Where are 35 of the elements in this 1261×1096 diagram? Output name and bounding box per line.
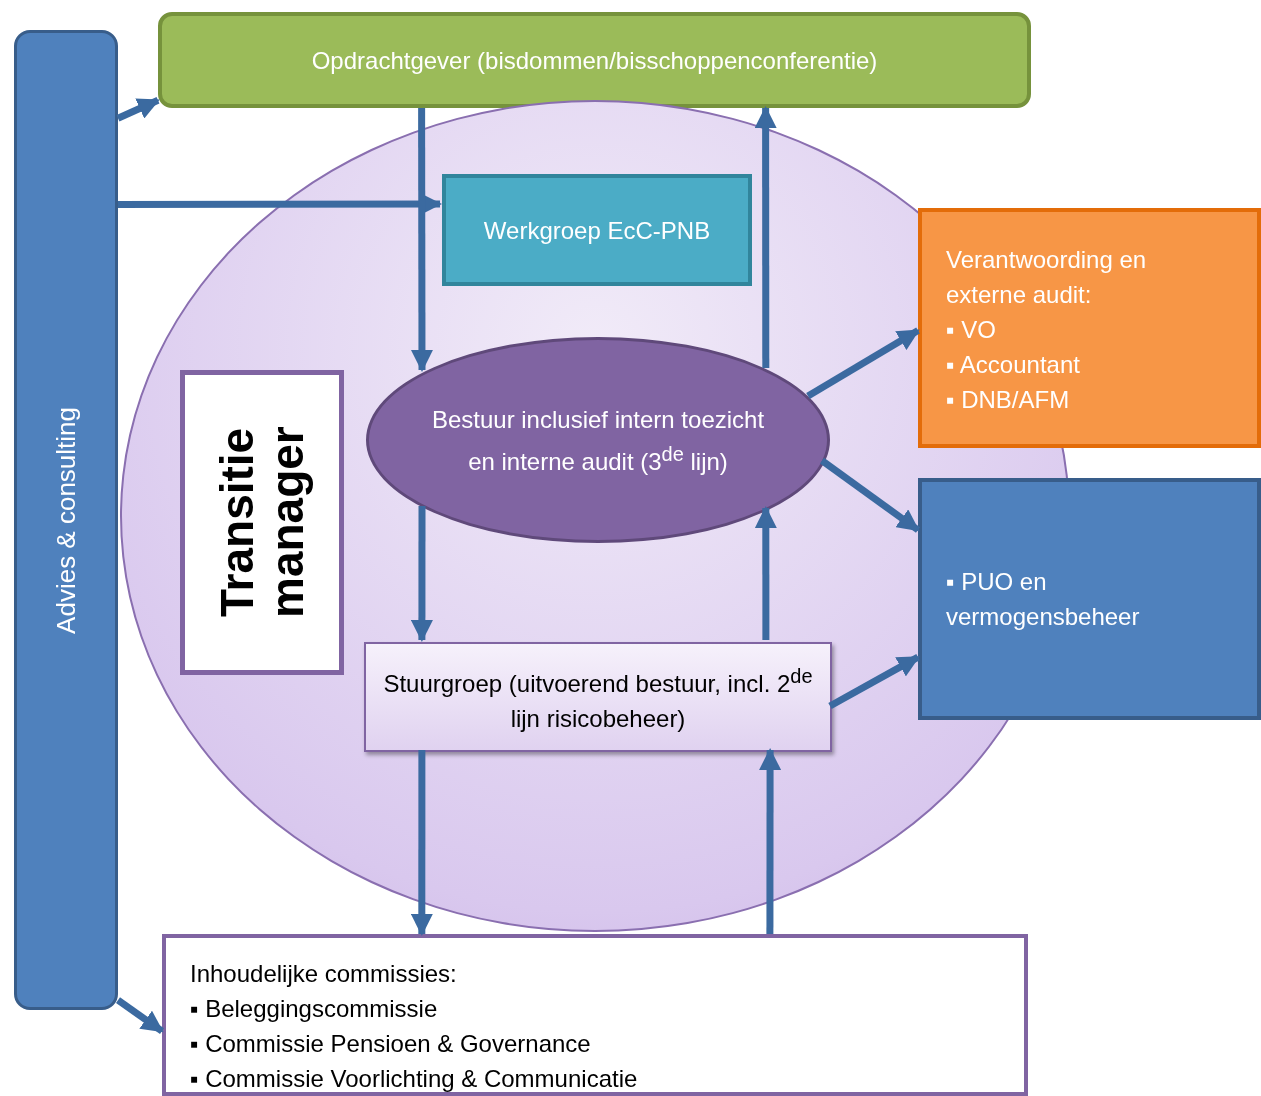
box-heading: Verantwoording en externe audit: [946,245,1148,310]
arrow [116,97,160,122]
box-label: Bestuur inclusief intern toezicht en interne audit (3$^{de}$ lijn) [430,404,766,477]
group-box [442,174,752,286]
info-box [918,208,1261,448]
box-label: Stuurgroep (uitvoerend bestuur, incl. 2$^{de}$ lijn risicobeheer) [382,663,814,734]
arrow [806,327,920,399]
list-item: ▪ Accountant [946,350,1080,380]
arrow [118,193,442,215]
arrow [759,748,782,934]
arrow [828,654,920,710]
list-item: ▪ Beleggingscommissie [190,994,438,1024]
list-item: ▪ Commissie Voorlichting & Communicatie [190,1064,638,1094]
list-item: ▪ Commissie Pensioen & Governance [190,1029,591,1059]
box-heading: Inhoudelijke commissies: [190,959,457,989]
info-box [918,478,1261,720]
process-box [364,642,832,752]
arrow [410,750,433,936]
arrow [410,108,433,372]
sidebar-bar [14,30,118,1010]
arrow [116,997,164,1035]
box-label: Opdrachtgever (bisdommen/bisschoppenconferentie) [311,45,878,76]
arrow [410,506,433,642]
list-box [162,934,1028,1096]
arrow [754,106,777,368]
arrow [819,457,921,533]
box-label: ▪ PUO en vermogensbeheer [946,567,1141,632]
arrow [754,506,777,640]
box-label: Advies & consulting [49,406,82,634]
role-box [180,370,344,675]
list-item: ▪ VO [946,315,996,345]
banner-box [158,12,1031,108]
list-item: ▪ DNB/AFM [946,385,1070,415]
box-label: Transitie manager [212,425,312,621]
box-label: Werkgroep EcC-PNB [483,215,711,246]
